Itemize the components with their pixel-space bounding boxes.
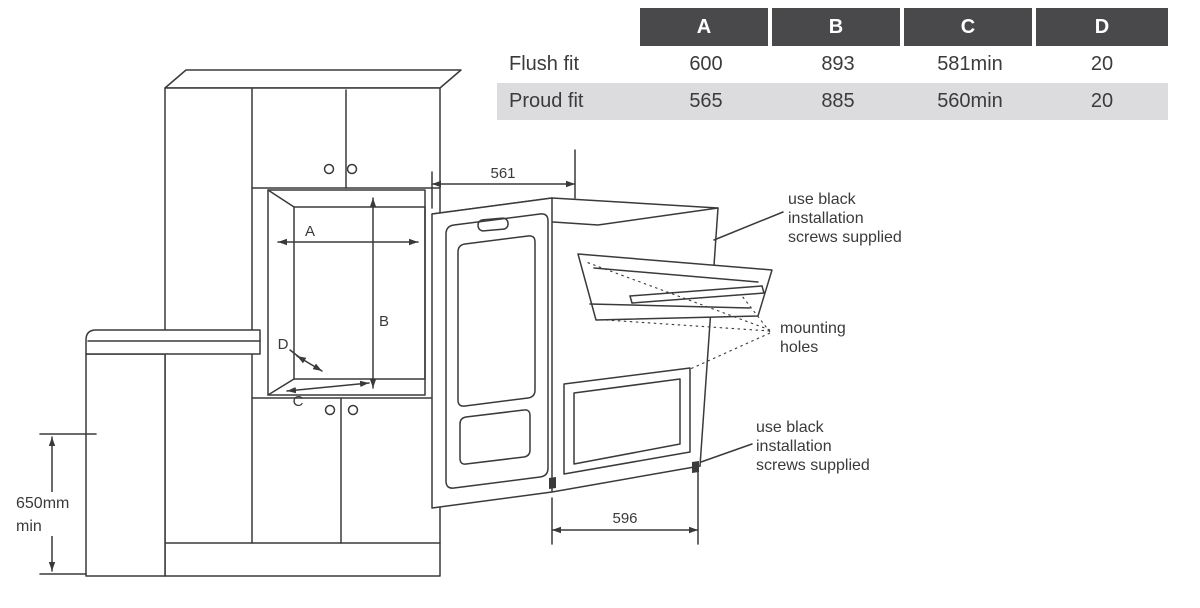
annotation-mounting-holes: mounting holes bbox=[780, 320, 846, 356]
svg-text:screws supplied: screws supplied bbox=[788, 229, 902, 246]
svg-text:mounting: mounting bbox=[780, 320, 846, 337]
table-row-flush-fit: Flush fit 600 893 581min 20 bbox=[497, 46, 1168, 83]
svg-text:installation: installation bbox=[788, 210, 864, 227]
table-row-proud-fit: Proud fit 565 885 560min 20 bbox=[497, 83, 1168, 120]
screw-tab-left bbox=[549, 477, 556, 489]
cabinet-cutout bbox=[267, 189, 426, 396]
svg-text:use black: use black bbox=[756, 419, 825, 436]
column-header-b: B bbox=[772, 8, 904, 46]
oven-door-handle bbox=[629, 285, 765, 304]
column-header-c: C bbox=[904, 8, 1036, 46]
cutout-dimensions: A B C D bbox=[277, 197, 419, 410]
counter-bench bbox=[85, 329, 261, 577]
cell-value: 893 bbox=[821, 53, 855, 75]
depth-dimension-561: 561 bbox=[431, 149, 576, 209]
oven-cavity bbox=[563, 367, 691, 475]
row-label: Flush fit bbox=[509, 53, 580, 75]
oven-unit bbox=[431, 197, 773, 509]
cabinet bbox=[164, 69, 462, 577]
cell-value: 885 bbox=[821, 90, 855, 112]
cutout-label-d: D bbox=[278, 336, 289, 353]
dim-596-label: 596 bbox=[612, 510, 637, 527]
annotation-leaders bbox=[585, 211, 784, 463]
door-knob bbox=[347, 404, 359, 416]
screw-tab-right bbox=[692, 461, 699, 473]
cell-value: 20 bbox=[1090, 53, 1114, 75]
door-knob bbox=[323, 163, 335, 175]
dim-arrow-c bbox=[286, 380, 370, 394]
cell-value: 565 bbox=[689, 90, 723, 112]
dim-650mm-label: 650mm bbox=[16, 495, 69, 512]
row-label: Proud fit bbox=[509, 90, 584, 112]
svg-text:installation: installation bbox=[756, 438, 832, 455]
dim-arrow-d bbox=[296, 355, 323, 372]
height-dimension-650: 650mm min bbox=[12, 433, 97, 575]
oven-open-door bbox=[577, 253, 773, 321]
door-knob bbox=[324, 404, 336, 416]
cutout-label-c: C bbox=[293, 393, 304, 410]
annotation-top-screws: use black installation screws supplied bbox=[788, 191, 902, 246]
cell-value: 560min bbox=[937, 90, 1003, 112]
cell-value: 581min bbox=[937, 53, 1003, 75]
column-header-a: A bbox=[640, 8, 772, 46]
width-dimension-596: 596 bbox=[551, 471, 699, 545]
svg-text:holes: holes bbox=[780, 339, 818, 356]
dim-561-label: 561 bbox=[490, 165, 515, 182]
spec-table-header-row: A B C D bbox=[497, 8, 1168, 46]
dim-650mm-unit: min bbox=[16, 518, 42, 535]
cell-value: 20 bbox=[1090, 90, 1114, 112]
cutout-label-b: B bbox=[379, 313, 389, 330]
spec-table-corner-spacer bbox=[497, 8, 640, 46]
svg-text:use black: use black bbox=[788, 191, 857, 208]
svg-text:screws supplied: screws supplied bbox=[756, 457, 870, 474]
cell-value: 600 bbox=[689, 53, 723, 75]
annotation-bottom-screws: use black installation screws supplied bbox=[756, 419, 870, 474]
door-knob bbox=[346, 163, 358, 175]
column-header-d: D bbox=[1036, 8, 1168, 46]
spec-table: A B C D Flush fit 600 893 581min 20 Prou… bbox=[497, 8, 1168, 120]
cutout-label-a: A bbox=[305, 223, 315, 240]
